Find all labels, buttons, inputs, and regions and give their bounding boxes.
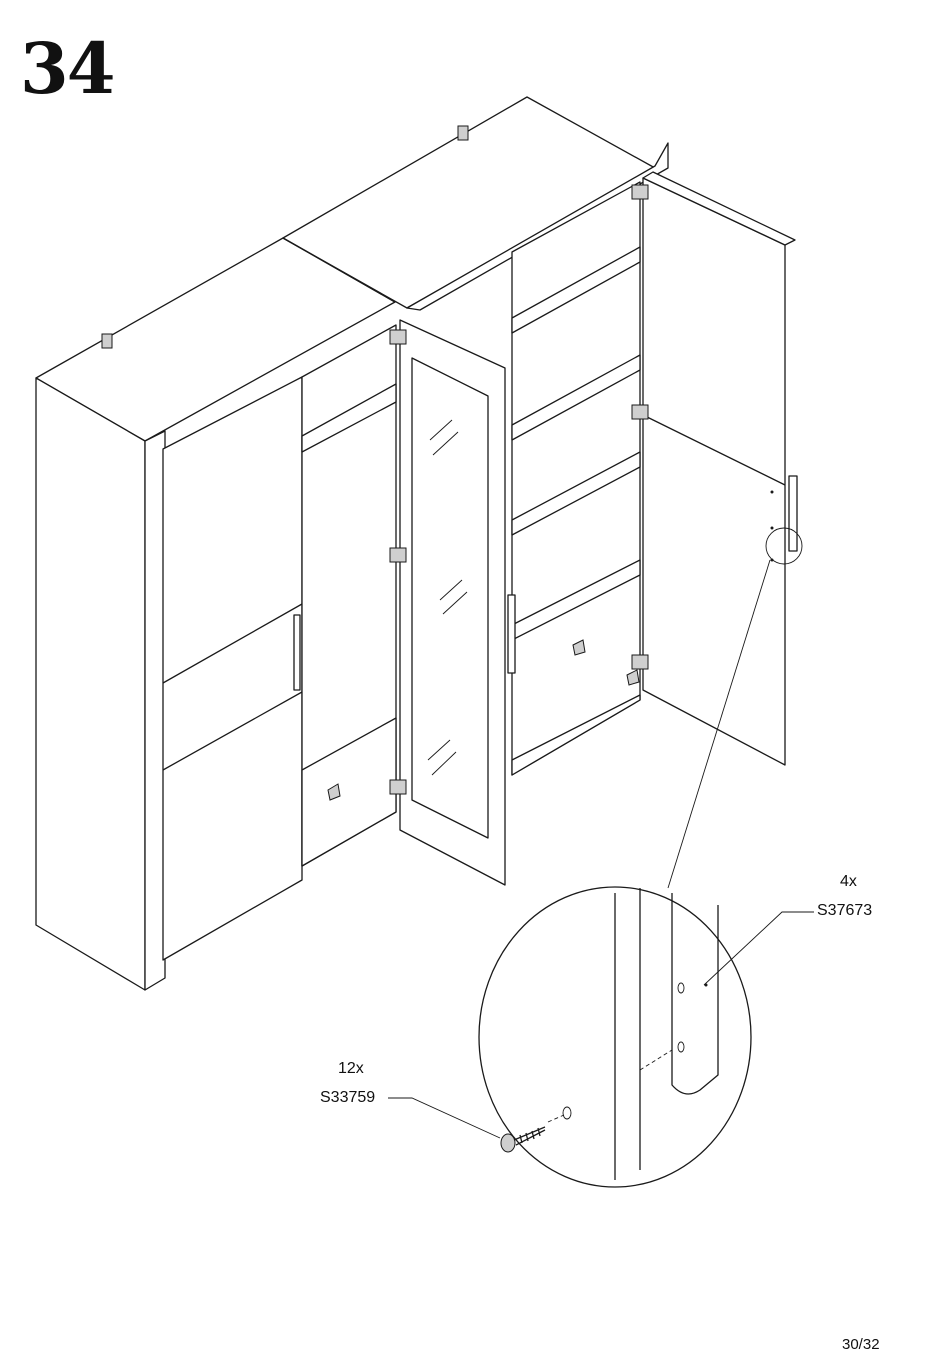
part-code-a: S37673 — [817, 903, 872, 919]
right-door — [632, 172, 802, 765]
left-cabinet — [36, 238, 396, 990]
part-code-b: S33759 — [320, 1090, 375, 1106]
part-quantity-b: 12x — [338, 1061, 364, 1077]
page-number: 30/32 — [842, 1336, 880, 1353]
part-quantity-a: 4x — [840, 874, 857, 890]
detail-magnifier — [479, 887, 751, 1187]
top-bracket-left — [102, 334, 112, 348]
top-bracket-right — [458, 126, 468, 140]
glass-door — [390, 320, 515, 885]
callout-leader-b — [388, 1098, 500, 1138]
